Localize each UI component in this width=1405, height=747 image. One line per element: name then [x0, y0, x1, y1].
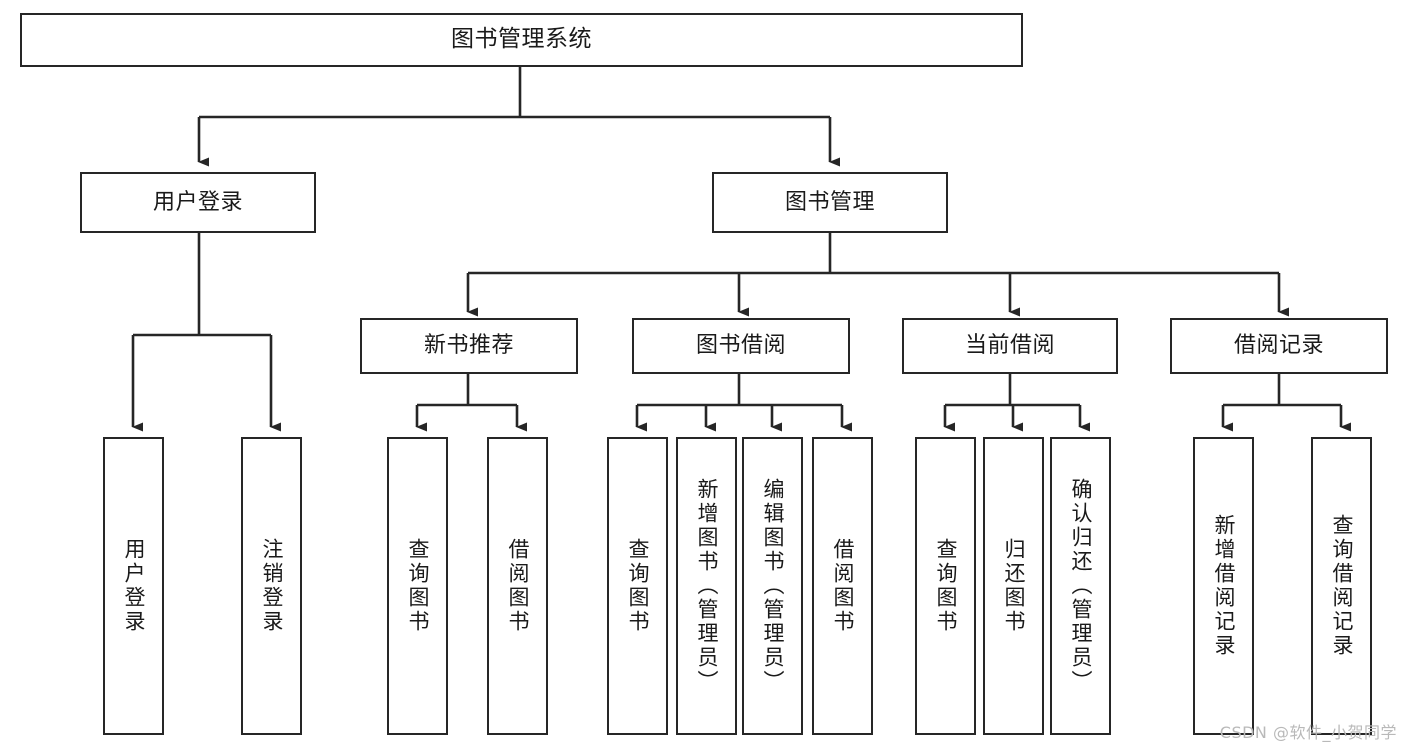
- leaf-add-borrow-record[interactable]: 新增借阅记录: [1193, 437, 1254, 735]
- edge-book-management-to-level3: [466, 233, 1289, 317]
- leaf-query-book-borrow[interactable]: 查询图书: [607, 437, 668, 735]
- leaf-user-login[interactable]: 用户登录: [103, 437, 164, 735]
- leaf-borrow-book[interactable]: 借阅图书: [812, 437, 873, 735]
- node-label: 新增借阅记录: [1212, 514, 1236, 658]
- node-label: 查询图书: [934, 538, 958, 634]
- leaf-query-book-recommend[interactable]: 查询图书: [387, 437, 448, 735]
- leaf-edit-book-admin[interactable]: 编辑图书（管理员）: [742, 437, 803, 735]
- edge-borrow-record-to-leaves: [1221, 374, 1351, 432]
- leaf-query-borrow-record[interactable]: 查询借阅记录: [1311, 437, 1372, 735]
- edge-book-borrow-to-leaves: [635, 374, 852, 432]
- node-current-borrow[interactable]: 当前借阅: [902, 318, 1118, 374]
- node-book-management[interactable]: 图书管理: [712, 172, 948, 233]
- node-user-login[interactable]: 用户登录: [80, 172, 316, 233]
- leaf-return-book[interactable]: 归还图书: [983, 437, 1044, 735]
- leaf-add-book-admin[interactable]: 新增图书（管理员）: [676, 437, 737, 735]
- edge-current-borrow-to-leaves: [943, 374, 1090, 432]
- node-label: 借阅图书: [506, 538, 530, 634]
- node-label: 图书借阅: [695, 333, 786, 359]
- node-label: 新增图书（管理员）: [695, 478, 719, 694]
- node-label: 借阅记录: [1233, 333, 1324, 359]
- node-borrow-record[interactable]: 借阅记录: [1170, 318, 1388, 374]
- leaf-confirm-return-admin[interactable]: 确认归还（管理员）: [1050, 437, 1111, 735]
- node-book-borrow[interactable]: 图书借阅: [632, 318, 850, 374]
- node-label: 图书管理系统: [451, 26, 592, 53]
- node-label: 归还图书: [1002, 538, 1026, 634]
- node-label: 查询借阅记录: [1330, 514, 1354, 658]
- node-label: 当前借阅: [964, 333, 1055, 359]
- edge-user-login-to-leaves: [131, 233, 281, 432]
- node-root-book-management-system[interactable]: 图书管理系统: [20, 13, 1023, 67]
- node-new-book-recommend[interactable]: 新书推荐: [360, 318, 578, 374]
- node-label: 图书管理: [784, 189, 875, 215]
- node-label: 用户登录: [122, 538, 146, 634]
- node-label: 确认归还（管理员）: [1069, 478, 1093, 694]
- edge-new-book-to-leaves: [415, 374, 527, 432]
- node-label: 编辑图书（管理员）: [761, 478, 785, 694]
- leaf-query-book-current[interactable]: 查询图书: [915, 437, 976, 735]
- leaf-user-logout[interactable]: 注销登录: [241, 437, 302, 735]
- edge-root-to-level2: [197, 67, 840, 167]
- node-label: 用户登录: [152, 189, 243, 215]
- node-label: 查询图书: [406, 538, 430, 634]
- node-label: 借阅图书: [831, 538, 855, 634]
- node-label: 注销登录: [260, 538, 284, 634]
- node-label: 查询图书: [626, 538, 650, 634]
- leaf-borrow-book-recommend[interactable]: 借阅图书: [487, 437, 548, 735]
- node-label: 新书推荐: [423, 333, 514, 359]
